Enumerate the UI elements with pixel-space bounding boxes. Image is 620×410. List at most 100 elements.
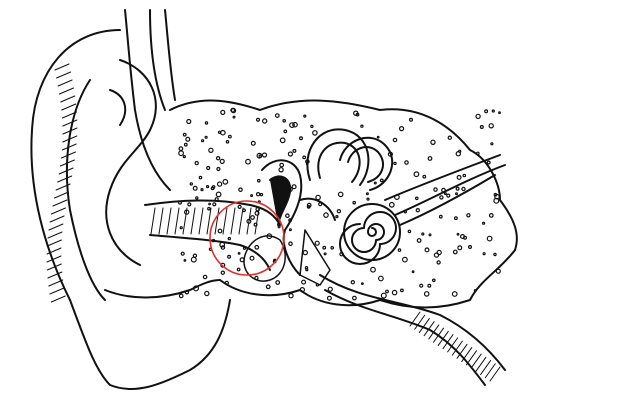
bone-texture-dot bbox=[256, 178, 261, 183]
hatch-line bbox=[61, 143, 77, 151]
bone-texture-dot bbox=[452, 249, 458, 255]
bone-texture-dot bbox=[208, 202, 212, 206]
bone-texture-dot bbox=[259, 192, 264, 197]
bone-texture-dot bbox=[314, 240, 320, 246]
bone-texture-dot bbox=[393, 161, 397, 166]
bone-texture-dot bbox=[287, 151, 293, 157]
tube-hatch-line bbox=[489, 366, 501, 382]
hatch-line bbox=[62, 119, 78, 127]
bone-texture-dot bbox=[376, 135, 380, 139]
bone-texture-dot bbox=[236, 267, 241, 272]
bone-texture-dot bbox=[493, 197, 500, 204]
tube-hatch-line bbox=[475, 356, 487, 372]
bone-texture-dot bbox=[258, 154, 262, 158]
bone-texture-dot bbox=[204, 135, 208, 139]
bone-texture-dot bbox=[495, 268, 501, 274]
bone-texture-dot bbox=[299, 136, 304, 141]
bone-texture-dot bbox=[291, 184, 297, 190]
canal-hatch-line bbox=[174, 207, 180, 235]
bone-texture-dot bbox=[288, 241, 293, 247]
tube-hatch-line bbox=[451, 340, 463, 356]
bone-texture-dot bbox=[306, 202, 312, 208]
canal-hatch-line bbox=[158, 207, 164, 235]
tube-hatch-line bbox=[423, 321, 435, 337]
bone-texture-dot bbox=[201, 139, 205, 143]
temporal-bone bbox=[169, 99, 518, 309]
hatch-line bbox=[50, 207, 66, 215]
bone-texture-dot bbox=[299, 287, 305, 293]
bone-texture-dot bbox=[190, 256, 197, 263]
bone-texture-dot bbox=[255, 191, 261, 197]
hatch-line bbox=[57, 79, 73, 87]
hatch-line bbox=[46, 255, 62, 263]
tube-hatch-line bbox=[456, 343, 468, 359]
tube-hatch-line bbox=[461, 347, 473, 363]
bone-texture-dot bbox=[461, 186, 466, 192]
bone-texture-dot bbox=[206, 185, 210, 189]
hatch-line bbox=[54, 63, 70, 71]
bone-texture-dot bbox=[388, 201, 395, 208]
semicircular-canals bbox=[306, 128, 394, 191]
bone-texture-dot bbox=[245, 158, 251, 165]
bone-texture-dot bbox=[183, 142, 188, 147]
highlight-circle bbox=[209, 200, 285, 276]
bone-texture-dot bbox=[402, 256, 408, 263]
ossicles bbox=[261, 159, 336, 286]
canal-hatch-line bbox=[206, 207, 212, 235]
canal-hatch-line bbox=[198, 207, 204, 235]
bone-texture-dot bbox=[250, 194, 254, 198]
bone-texture-dot bbox=[482, 221, 486, 225]
auditory-nerve bbox=[384, 154, 506, 226]
bone-texture-dot bbox=[204, 121, 209, 125]
bone-texture-dot bbox=[192, 253, 198, 258]
bone-texture-dot bbox=[423, 291, 430, 297]
bone-texture-dot bbox=[227, 134, 232, 139]
hatch-line bbox=[55, 183, 71, 191]
bone-texture-dot bbox=[202, 274, 208, 280]
bone-texture-dot bbox=[462, 173, 467, 178]
bone-texture-dot bbox=[219, 158, 225, 164]
bone-texture-dot bbox=[392, 137, 398, 143]
bone-texture-dot bbox=[220, 270, 225, 275]
tube-hatch-line bbox=[414, 314, 426, 330]
bone-texture-dot bbox=[455, 186, 460, 191]
bone-texture-dot bbox=[385, 289, 389, 294]
bone-texture-dot bbox=[210, 186, 215, 191]
bone-texture-dot bbox=[288, 293, 294, 299]
bone-texture-dot bbox=[415, 207, 420, 213]
bone-texture-dot bbox=[178, 293, 184, 299]
bone-texture-dot bbox=[305, 268, 309, 272]
bone-texture-dot bbox=[182, 155, 186, 159]
bone-texture-dot bbox=[424, 247, 430, 253]
bone-texture-dot bbox=[274, 113, 280, 118]
canal-hatch-line bbox=[238, 207, 244, 235]
bone-texture-dot bbox=[488, 212, 494, 218]
canal-hatch-line bbox=[150, 207, 156, 235]
tube-hatch-line bbox=[418, 317, 430, 333]
bone-texture-dot bbox=[436, 260, 441, 265]
bone-texture-dot bbox=[302, 249, 308, 256]
eustachian-tube bbox=[319, 274, 506, 386]
bone-texture-dot bbox=[323, 252, 327, 256]
bone-texture-dot bbox=[227, 254, 232, 259]
bone-texture-dot bbox=[204, 290, 210, 297]
bone-texture-dot bbox=[198, 175, 203, 180]
bone-texture-dot bbox=[322, 245, 327, 250]
bone-texture-dot bbox=[289, 122, 295, 128]
hatch-line bbox=[47, 231, 63, 239]
bone-texture-dot bbox=[262, 118, 268, 124]
bone-texture-dot bbox=[265, 284, 271, 290]
tube-hatch-line bbox=[447, 337, 459, 353]
bone-texture-dot bbox=[277, 225, 281, 229]
bone-texture-dot bbox=[419, 283, 424, 288]
hatch-line bbox=[49, 215, 65, 223]
bone-texture-dot bbox=[216, 181, 223, 187]
bone-texture-dot bbox=[206, 165, 211, 171]
bone-texture-dot bbox=[427, 156, 433, 161]
bone-texture-dot bbox=[186, 118, 192, 125]
bone-texture-dot bbox=[178, 146, 184, 152]
hatch-line bbox=[57, 175, 73, 183]
tube-hatch-line bbox=[484, 363, 496, 379]
tube-hatch-line bbox=[470, 353, 482, 369]
